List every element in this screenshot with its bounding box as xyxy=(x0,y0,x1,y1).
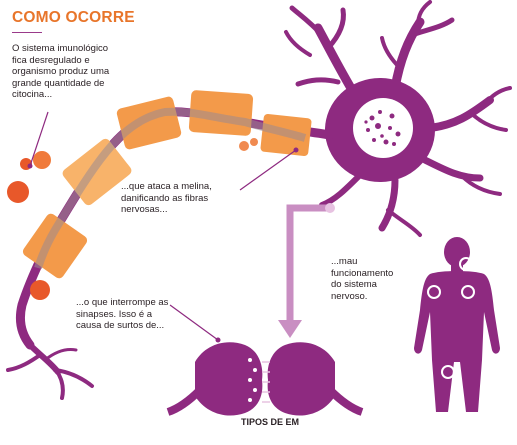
title: COMO OCORRE xyxy=(12,9,135,26)
title-rule xyxy=(12,32,42,33)
signal-arrow xyxy=(278,320,302,338)
pointer-lines xyxy=(29,111,297,341)
signal-path xyxy=(286,204,334,324)
step-1-text: O sistema imunológico fica desregulado e… xyxy=(12,43,110,101)
nucleus xyxy=(353,98,413,158)
nucleus-dots xyxy=(364,110,401,146)
human-silhouette xyxy=(414,237,500,412)
body-spots xyxy=(427,257,475,379)
axon-terminals xyxy=(6,342,94,400)
synapse xyxy=(166,342,364,416)
step-4-text: ...o que interrompe as sinapses. Isso é … xyxy=(76,297,169,332)
step-2-text: ...que ataca a melina, danificando as fi… xyxy=(121,181,212,216)
cytokine-particles xyxy=(7,138,258,300)
pointer-dots xyxy=(27,147,299,343)
axon-core xyxy=(34,107,307,270)
signal-origin xyxy=(325,203,335,213)
caption: TIPOS DE EM xyxy=(241,417,300,427)
step-3-text: ...mau funcionamento do sistema nervoso. xyxy=(331,256,394,302)
neuron-dendrites xyxy=(284,0,512,237)
